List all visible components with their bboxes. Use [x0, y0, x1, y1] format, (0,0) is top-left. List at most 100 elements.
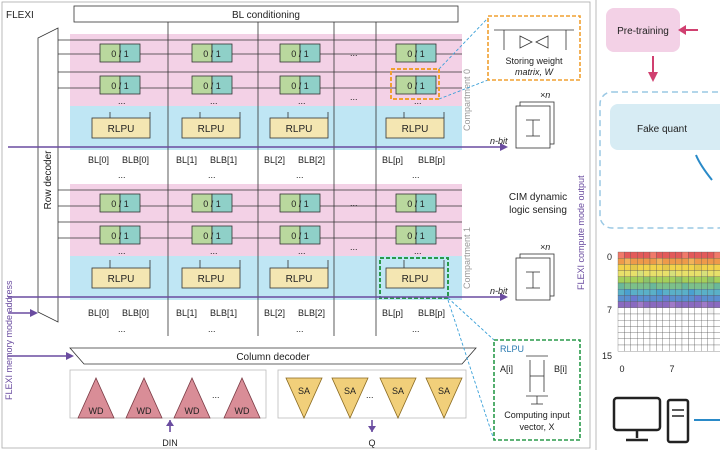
storing-weight-line2: matrix, W [515, 67, 555, 77]
heatmap-cell [675, 270, 683, 277]
compartment0-rlpus: RLPU RLPU RLPU RLPU [91, 112, 445, 139]
heatmap-cell [637, 338, 644, 346]
flow-arrow-head [648, 72, 658, 82]
heatmap-cell [617, 270, 625, 277]
ellipsis: ... [350, 92, 358, 102]
heatmap-cell [669, 326, 676, 333]
cell: 0 / 1 [99, 193, 141, 213]
wd-driver: WD [77, 377, 115, 419]
computing-input-line1: Computing input [504, 410, 570, 420]
heatmap-cell [688, 270, 695, 277]
heatmap-cell [707, 307, 715, 315]
svg-text:0 / 1: 0 / 1 [111, 81, 129, 91]
ellipsis: ... [208, 170, 216, 180]
bus-arrow [500, 143, 508, 151]
heatmap-cell [669, 276, 676, 284]
heatmap-cell [649, 276, 657, 284]
heatmap-cell [681, 276, 689, 284]
cell: 0 / 1 [191, 225, 233, 245]
heatmap-cell [694, 326, 702, 333]
sa-amp: SA [379, 377, 417, 419]
heatmap-cell [630, 251, 638, 259]
loop-arrow [695, 154, 713, 181]
heatmap-cell [713, 307, 720, 315]
inset-connector [447, 297, 495, 341]
cell: 0 / 1 [279, 225, 321, 245]
heatmap-cell [694, 338, 702, 346]
bl-label: BL[0] [88, 155, 109, 165]
heatmap-cell [681, 295, 689, 302]
heatmap-cell [617, 307, 625, 315]
heatmap-cell [630, 270, 638, 277]
heatmap-cell [630, 332, 638, 339]
heatmap-cell [713, 338, 720, 346]
heatmap-cell [669, 289, 676, 296]
heatmap-cell [617, 344, 625, 352]
ellipsis: ... [298, 246, 306, 256]
svg-text:RLPU: RLPU [108, 274, 135, 285]
sense-amp-group [277, 369, 467, 419]
cell: 0 / 1 [99, 43, 141, 63]
ellipsis: ... [414, 246, 422, 256]
heatmap-cell [649, 264, 657, 271]
heatmap-cell [675, 276, 683, 284]
svg-text:0 / 1: 0 / 1 [407, 199, 425, 209]
svg-text:0 / 1: 0 / 1 [291, 81, 309, 91]
ellipsis: ... [118, 246, 126, 256]
heatmap-cell [694, 282, 702, 290]
wd-driver: WD [125, 377, 163, 419]
heatmap-cell [681, 326, 689, 333]
heatmap-cell [694, 301, 702, 308]
heatmap-cell [617, 326, 625, 333]
heatmap-cell [669, 251, 676, 259]
heatmap-cell [617, 289, 625, 296]
heatmap-cell [662, 338, 670, 346]
heatmap-cell [694, 270, 702, 277]
heatmap-cell [694, 276, 702, 284]
cell: 0 / 1 [279, 193, 321, 213]
write-driver-group [69, 369, 267, 419]
bi-label: B[i] [554, 364, 567, 374]
heatmap-cell [624, 282, 631, 290]
heatmap-cell [617, 276, 625, 284]
heatmap-cell [649, 307, 657, 315]
heatmap-cell [637, 332, 644, 339]
heatmap-cell [643, 251, 651, 259]
transistor-stack-icon [515, 101, 555, 149]
heatmap-cell [637, 258, 644, 265]
heatmap-cell [617, 295, 625, 302]
heatmap-cell [681, 258, 689, 265]
heatmap-cell [662, 320, 670, 327]
heatmap-cell [643, 270, 651, 277]
rlpu-detail-inset [493, 339, 581, 441]
svg-text:RLPU: RLPU [198, 274, 225, 285]
heatmap-cell [675, 320, 683, 327]
heatmap-cell [643, 289, 651, 296]
inset-connector [447, 299, 495, 441]
heatmap-cell [656, 264, 663, 271]
cim-dynamic-line2: logic sensing [509, 205, 567, 216]
q-label: Q [368, 438, 375, 448]
heatmap-cell [669, 320, 676, 327]
heatmap-cell [617, 282, 625, 290]
heatmap-cell [707, 320, 715, 327]
heatmap-cell [649, 320, 657, 327]
sense-amps: SA SA SA SA ... [285, 377, 463, 419]
heatmap-cell [643, 301, 651, 308]
heatmap-cell [681, 344, 689, 352]
heatmap-ytick: 0 [607, 252, 612, 262]
rlpu-block: RLPU [385, 112, 445, 139]
heatmap-cell [707, 276, 715, 284]
heatmap-cell [688, 264, 695, 271]
heatmap-cell [624, 295, 631, 302]
sa-amp: SA [425, 377, 463, 419]
svg-text:0 / 1: 0 / 1 [291, 199, 309, 209]
heatmap-cell [681, 313, 689, 321]
rlpu-highlight [379, 257, 449, 299]
heatmap-cell [688, 344, 695, 352]
heatmap-cell [643, 258, 651, 265]
column-decoder-block [69, 347, 477, 365]
heatmap-cell [617, 264, 625, 271]
heatmap-cell [713, 258, 720, 265]
heatmap-cell [649, 251, 657, 259]
